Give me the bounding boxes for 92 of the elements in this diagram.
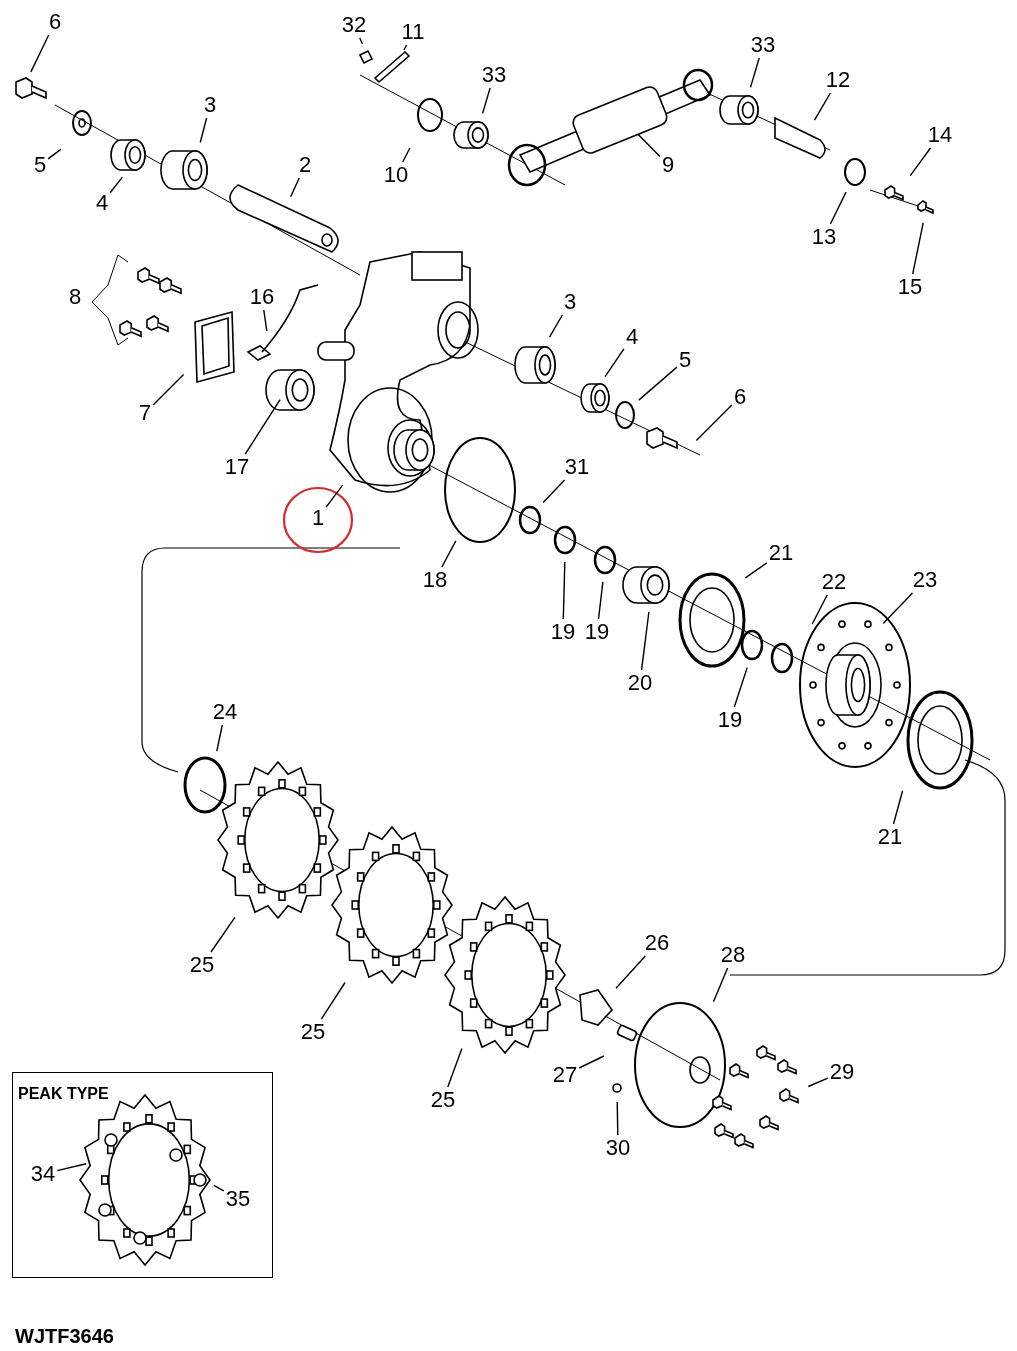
callout-number: 10 [383,164,409,186]
callout-number: 23 [912,569,938,591]
callout-number: 5 [33,154,47,176]
callout-number: 19 [550,621,576,643]
inset-panel [12,1072,273,1278]
inset-title: PEAK TYPE [18,1085,109,1103]
callout-number: 30 [605,1137,631,1159]
callout-number: 1 [311,507,325,529]
leader-line [542,479,566,504]
callout-number: 26 [644,932,670,954]
leader-line [56,1163,87,1172]
callout-number: 4 [625,326,639,348]
leader-line [813,92,832,121]
callout-number: 24 [212,701,238,723]
callout-number: 35 [225,1188,251,1210]
callout-number: 6 [733,386,747,408]
callout-number: 15 [897,276,923,298]
leader-line [152,373,185,406]
leader-line [712,967,729,1003]
callout-number: 3 [563,291,577,313]
callout-number: 33 [481,64,507,86]
leader-line [213,1184,225,1192]
callout-number: 5 [678,349,692,371]
leader-line [615,955,646,989]
leader-line [882,592,914,625]
leader-line [210,916,236,953]
callout-number: 21 [768,542,794,564]
leader-line [829,191,847,225]
callout-number: 12 [825,69,851,91]
callout-number: 14 [927,124,953,146]
leader-line [733,666,748,708]
leader-line [811,594,828,625]
leader-line [402,147,411,163]
leader-line [290,177,300,198]
leader-line [597,581,604,620]
leader-line [909,147,932,177]
leader-line [562,561,566,620]
callout-number: 17 [224,456,250,478]
callout-number: 6 [48,11,62,33]
callout-number: 2 [298,154,312,176]
leader-line [578,1055,605,1069]
leader-line [807,1077,829,1088]
callout-number: 11 [401,21,425,43]
leader-line [325,484,344,508]
leader-line [548,314,564,338]
leader-line [441,540,457,568]
leader-line [616,1101,619,1136]
leader-line [912,222,924,275]
leader-line [744,562,768,579]
callout-number: 28 [720,944,746,966]
figure-code: WJTF3646 [15,1325,114,1348]
callout-number: 25 [189,954,215,976]
callout-number: 19 [584,621,610,643]
callout-number: 27 [552,1064,578,1086]
callout-number: 18 [422,569,448,591]
callout-number: 29 [829,1061,855,1083]
callout-number: 32 [341,14,367,36]
leader-line [481,87,491,115]
leader-line [892,790,904,825]
leader-line [749,57,760,89]
leader-line [263,309,268,332]
leader-line [199,117,208,143]
callout-number: 4 [95,192,109,214]
leader-line [216,724,223,752]
callout-number: 33 [750,34,776,56]
callout-number: 3 [203,94,217,116]
leader-line [244,398,281,455]
callout-number: 25 [430,1089,456,1111]
callout-number: 21 [877,826,903,848]
leader-line [695,404,733,442]
leader-line [403,44,408,51]
callout-number: 25 [300,1021,326,1043]
callout-number: 16 [249,286,275,308]
leader-line [640,611,650,671]
leader-line [320,981,346,1020]
callout-number: 31 [564,456,590,478]
callout-number: 34 [30,1163,56,1185]
leader-line [30,34,50,73]
leader-line [604,348,625,378]
callout-number: 9 [661,154,675,176]
callout-number: 7 [138,402,152,424]
callout-number: 19 [717,709,743,731]
callout-number: 22 [821,571,847,593]
leader-line [47,148,62,160]
callout-number: 8 [68,284,82,310]
callout-number: 13 [811,226,837,248]
callout-number: 20 [627,672,653,694]
leader-line [359,37,363,45]
leader-line [638,366,678,401]
leader-line [109,176,124,194]
leader-line [447,1047,463,1088]
leader-line [637,133,661,158]
